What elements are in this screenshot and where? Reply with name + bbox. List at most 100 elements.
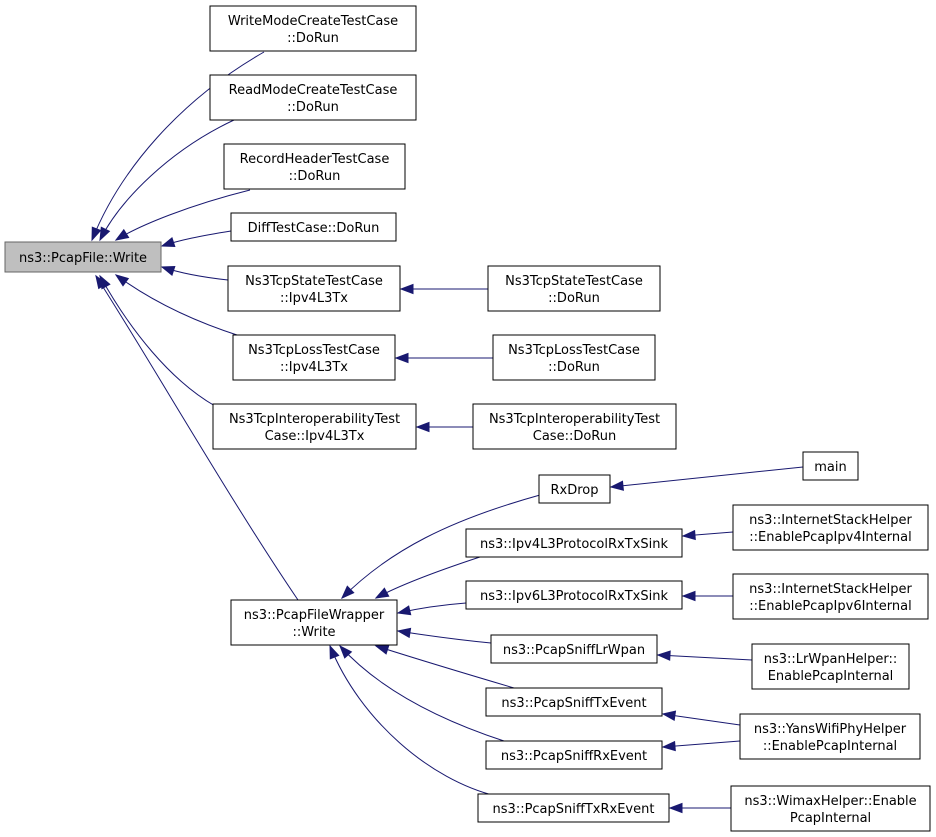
node-ipv4-sink[interactable]: ns3::Ipv4L3ProtocolRxTxSink bbox=[465, 528, 683, 558]
node-wimax-helper[interactable]: ns3::WimaxHelper::EnablePcapInternal bbox=[730, 785, 931, 832]
node-root[interactable]: ns3::PcapFile::Write bbox=[4, 241, 162, 273]
node-rxdrop[interactable]: RxDrop bbox=[538, 474, 611, 504]
node-box bbox=[492, 334, 656, 381]
node-lrwpan[interactable]: ns3::PcapSniffLrWpan bbox=[490, 634, 658, 664]
edges-layer bbox=[91, 51, 804, 814]
node-label-line: Case::Ipv4L3Tx bbox=[265, 429, 365, 444]
node-label-line: ns3::PcapFileWrapper bbox=[244, 608, 385, 623]
node-box bbox=[730, 785, 931, 832]
node-label-line: ns3::LrWpanHelper:: bbox=[764, 652, 897, 667]
arrowhead-tcp_loss_ipv4-to-root bbox=[114, 274, 130, 287]
edge-write_mode-to-root bbox=[91, 51, 265, 241]
node-label-line: ::EnablePcapIpv6Internal bbox=[749, 599, 911, 614]
node-ish-ipv4[interactable]: ns3::InternetStackHelper::EnablePcapIpv4… bbox=[732, 504, 929, 551]
node-sniff-rx[interactable]: ns3::PcapSniffRxEvent bbox=[485, 740, 663, 770]
node-box bbox=[212, 403, 417, 450]
node-record-header[interactable]: RecordHeaderTestCase::DoRun bbox=[223, 143, 406, 190]
node-label-line: Ns3TcpInteroperabilityTest bbox=[229, 412, 400, 427]
edge-sniff_txrx-to-wrapper bbox=[329, 645, 497, 797]
node-label-line: ns3::InternetStackHelper bbox=[749, 582, 912, 597]
node-box bbox=[472, 403, 677, 450]
node-label-line: RxDrop bbox=[550, 483, 598, 498]
arrowhead-tcp_loss_dorun-to-tcp_loss_ipv4 bbox=[394, 352, 409, 364]
node-label-line: Ns3TcpLossTestCase bbox=[508, 343, 640, 358]
arrowhead-sniff_rx-to-wrapper bbox=[339, 644, 353, 659]
node-label-line: ::DoRun bbox=[548, 291, 600, 306]
node-sniff-txrx[interactable]: ns3::PcapSniffTxRxEvent bbox=[477, 793, 670, 823]
node-main[interactable]: main bbox=[802, 451, 859, 481]
arrowhead-wrapper-to-root bbox=[95, 274, 108, 290]
edge-lrwpan_helper-to-lrwpan bbox=[657, 654, 753, 661]
node-wrapper[interactable]: ns3::PcapFileWrapper::Write bbox=[230, 599, 398, 646]
node-label-line: ns3::PcapSniffRxEvent bbox=[501, 749, 647, 764]
arrowhead-ipv6_sink-to-wrapper bbox=[396, 605, 412, 616]
node-box bbox=[487, 265, 661, 312]
node-box bbox=[739, 713, 921, 760]
node-label-line: ::DoRun bbox=[287, 100, 339, 115]
edge-record_header-to-root bbox=[115, 189, 251, 241]
edge-main-to-rxdrop bbox=[610, 466, 804, 488]
node-label-line: main bbox=[814, 460, 846, 475]
edge-yans_helper-to-sniff_rx bbox=[662, 740, 741, 748]
node-label-line: Ns3TcpLossTestCase bbox=[248, 343, 380, 358]
node-read-mode[interactable]: ReadModeCreateTestCase::DoRun bbox=[209, 74, 417, 121]
node-label-line: Ns3TcpStateTestCase bbox=[505, 274, 643, 289]
node-label-line: ::Write bbox=[292, 625, 335, 640]
node-ish-ipv6[interactable]: ns3::InternetStackHelper::EnablePcapIpv6… bbox=[732, 573, 929, 620]
node-diff[interactable]: DiffTestCase::DoRun bbox=[230, 212, 397, 242]
node-label-line: ::EnablePcapInternal bbox=[763, 739, 897, 754]
arrowhead-ipv4_sink-to-wrapper bbox=[374, 587, 390, 599]
node-box bbox=[490, 634, 658, 664]
node-box bbox=[465, 528, 683, 558]
node-label-line: ::DoRun bbox=[289, 169, 341, 184]
node-box bbox=[4, 241, 162, 273]
arrowhead-main-to-rxdrop bbox=[609, 480, 624, 491]
node-ipv6-sink[interactable]: ns3::Ipv6L3ProtocolRxTxSink bbox=[465, 580, 683, 610]
node-box bbox=[485, 740, 663, 770]
arrowhead-tcp_state_dorun-to-tcp_state_ipv4 bbox=[399, 283, 414, 295]
node-label-line: ReadModeCreateTestCase bbox=[229, 83, 398, 98]
node-label-line: Case::DoRun bbox=[533, 429, 616, 444]
arrowhead-write_mode-to-root bbox=[91, 226, 102, 242]
edge-rxdrop-to-wrapper bbox=[341, 494, 541, 599]
node-tcp-state-ipv4[interactable]: Ns3TcpStateTestCase::Ipv4L3Tx bbox=[227, 265, 401, 312]
node-label-line: ::EnablePcapIpv4Internal bbox=[749, 530, 911, 545]
node-label-line: ns3::WimaxHelper::Enable bbox=[744, 794, 916, 809]
node-tcp-state-dorun[interactable]: Ns3TcpStateTestCase::DoRun bbox=[487, 265, 661, 312]
node-label-line: ns3::Ipv6L3ProtocolRxTxSink bbox=[480, 589, 668, 604]
nodes-layer: ns3::PcapFile::Write WriteModeCreateTestC… bbox=[4, 5, 931, 832]
edge-read_mode-to-root bbox=[99, 119, 235, 241]
edge-tcp_interop_ipv4-to-root bbox=[99, 275, 216, 407]
edge-lrwpan-to-wrapper bbox=[397, 630, 492, 644]
node-label-line: DiffTestCase::DoRun bbox=[248, 221, 380, 236]
node-label-line: ns3::PcapSniffTxEvent bbox=[501, 696, 646, 711]
node-box bbox=[732, 573, 929, 620]
edge-wrapper-to-root bbox=[95, 275, 299, 601]
node-label-line: WriteModeCreateTestCase bbox=[228, 14, 398, 29]
node-box bbox=[751, 643, 910, 690]
arrowhead-record_header-to-root bbox=[114, 228, 130, 241]
edge-yans_helper-to-sniff_tx bbox=[662, 713, 741, 726]
arrowhead-yans_helper-to-sniff_rx bbox=[661, 740, 676, 752]
arrowhead-diff-to-root bbox=[160, 237, 176, 248]
arrowhead-ish_ipv6-to-ipv6_sink bbox=[681, 590, 696, 602]
node-tcp-loss-dorun[interactable]: Ns3TcpLossTestCase::DoRun bbox=[492, 334, 656, 381]
node-box bbox=[209, 5, 417, 52]
node-label-line: ::Ipv4L3Tx bbox=[280, 291, 348, 306]
arrowhead-wimax_helper-to-sniff_txrx bbox=[668, 802, 683, 814]
node-tcp-loss-ipv4[interactable]: Ns3TcpLossTestCase::Ipv4L3Tx bbox=[232, 334, 396, 381]
edge-sniff_tx-to-wrapper bbox=[375, 645, 515, 689]
node-box bbox=[802, 451, 859, 481]
node-lrwpan-helper[interactable]: ns3::LrWpanHelper::EnablePcapInternal bbox=[751, 643, 910, 690]
node-label-line: Ns3TcpStateTestCase bbox=[245, 274, 383, 289]
node-yans-helper[interactable]: ns3::YansWifiPhyHelper::EnablePcapIntern… bbox=[739, 713, 921, 760]
node-label-line: Ns3TcpInteroperabilityTest bbox=[489, 412, 660, 427]
node-sniff-tx[interactable]: ns3::PcapSniffTxEvent bbox=[485, 687, 663, 717]
arrowhead-ish_ipv4-to-ipv4_sink bbox=[681, 529, 696, 541]
node-label-line: ns3::PcapSniffLrWpan bbox=[503, 643, 645, 658]
node-write-mode[interactable]: WriteModeCreateTestCase::DoRun bbox=[209, 5, 417, 52]
arrowhead-lrwpan-to-wrapper bbox=[396, 627, 412, 639]
